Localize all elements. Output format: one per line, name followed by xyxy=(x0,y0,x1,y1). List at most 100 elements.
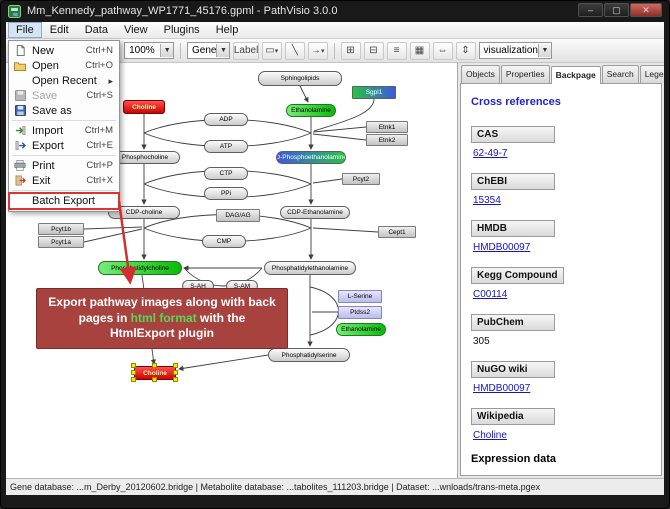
xref-section-pubchem: PubChem 305 xyxy=(471,312,651,347)
file-menu-print[interactable]: Print Ctrl+P xyxy=(9,158,119,173)
file-menu-exit[interactable]: Exit Ctrl+X xyxy=(9,173,119,188)
line-tool-button[interactable]: ╲ xyxy=(284,41,305,60)
file-menu-open-recent[interactable]: Open Recent xyxy=(9,73,119,88)
pathway-node[interactable]: Pcyt1a xyxy=(38,236,84,248)
pathway-node[interactable]: Cept1 xyxy=(378,226,416,238)
chevron-down-icon: ▾ xyxy=(320,47,325,55)
pathway-node[interactable]: CDP-Ethanolamine xyxy=(280,206,350,219)
menu-item-label: Save as xyxy=(32,104,72,117)
pathway-node[interactable]: Sgpl1 xyxy=(352,86,396,99)
file-menu-export[interactable]: Export Ctrl+E xyxy=(9,138,119,153)
menu-file[interactable]: File xyxy=(8,22,42,38)
selection-handle[interactable] xyxy=(152,363,157,368)
pathway-node[interactable]: Choline xyxy=(123,100,165,114)
xref-section-kegg: Kegg Compound C00114 xyxy=(471,265,651,300)
shape-tool-button[interactable]: ▭▾ xyxy=(261,41,282,60)
menu-edit[interactable]: Edit xyxy=(49,24,69,36)
file-menu-open[interactable]: Open Ctrl+O xyxy=(9,58,119,73)
pathway-node[interactable]: Sphingolipids xyxy=(258,71,342,86)
close-button[interactable]: ✕ xyxy=(630,3,662,17)
status-bar: Gene database: ...m_Derby_20120602.bridg… xyxy=(6,478,664,495)
selection-handle[interactable] xyxy=(131,370,136,375)
pathway-node[interactable]: Ethanolamine xyxy=(336,323,386,336)
window-title: Mm_Kennedy_pathway_WP1771_45176.gpml - P… xyxy=(27,5,338,17)
pathway-node[interactable]: ATP xyxy=(204,140,248,153)
menu-plugins[interactable]: Plugins xyxy=(163,24,200,36)
menu-data[interactable]: Data xyxy=(84,24,108,36)
maximize-button[interactable]: ▢ xyxy=(604,3,629,17)
visualization-combobox[interactable]: visualization ▼ xyxy=(478,42,552,59)
menu-item-label: Save xyxy=(32,89,58,102)
file-menu-save[interactable]: Save Ctrl+S xyxy=(9,88,119,103)
file-menu-new[interactable]: New Ctrl+N xyxy=(9,43,119,58)
pathway-node[interactable]: CMP xyxy=(202,235,246,248)
pathway-node[interactable]: PPi xyxy=(204,187,248,200)
minimize-button[interactable]: – xyxy=(578,3,603,17)
expression-data-heading: Expression data xyxy=(471,453,556,465)
selection-handle[interactable] xyxy=(173,370,178,375)
xref-link[interactable]: HMDB00097 xyxy=(473,242,531,253)
selection-handle[interactable] xyxy=(131,363,136,368)
pathway-node[interactable]: Pcyt1b xyxy=(38,223,84,235)
align-center-button[interactable]: ⊟ xyxy=(363,41,384,60)
align-left-icon: ⊞ xyxy=(346,45,355,56)
file-menu: New Ctrl+N Open Ctrl+O Open Recent Save … xyxy=(8,40,120,212)
menu-item-label: Open Recent xyxy=(32,74,97,87)
xref-link[interactable]: 62-49-7 xyxy=(473,148,508,159)
menu-item-label: Import xyxy=(32,124,64,137)
common-width-button[interactable]: ⇔ xyxy=(432,41,453,60)
chevron-down-icon: ▼ xyxy=(538,44,551,57)
tab-properties[interactable]: Properties xyxy=(500,65,550,83)
menu-item-label: Exit xyxy=(32,174,51,187)
datanode-type-combobox[interactable]: Gene ▼ xyxy=(186,42,231,59)
xref-link[interactable]: HMDB00097 xyxy=(473,383,531,394)
pathway-node[interactable]: ADP xyxy=(204,113,248,126)
selection-handle[interactable] xyxy=(173,363,178,368)
tab-search[interactable]: Search xyxy=(601,65,639,83)
side-panel-tabs: Objects Properties Backpage Search Legen… xyxy=(458,63,664,84)
pathway-node[interactable]: Phosphatidylserine xyxy=(268,348,350,362)
print-icon xyxy=(13,160,27,171)
exit-icon xyxy=(13,175,27,186)
pathway-node[interactable]: Pcyt2 xyxy=(342,173,380,185)
selection-handle[interactable] xyxy=(131,377,136,382)
selection-handle[interactable] xyxy=(173,377,178,382)
align-top-button[interactable]: ≡ xyxy=(386,41,407,60)
common-height-button[interactable]: ⇕ xyxy=(455,41,476,60)
label-tool-button[interactable]: Label xyxy=(233,41,259,60)
xref-link[interactable]: 15354 xyxy=(473,195,501,206)
tab-legend[interactable]: Legend xyxy=(639,65,664,83)
pathway-node[interactable]: Phosphatidylcholine xyxy=(98,261,182,275)
pathway-node[interactable]: Ethanolamine xyxy=(286,104,336,117)
new-document-icon xyxy=(13,45,27,56)
pathway-node[interactable]: Phosphatidylethanolamine xyxy=(264,261,356,275)
zoom-combobox[interactable]: 100% ▼ xyxy=(124,42,175,59)
cross-references-heading: Cross references xyxy=(471,96,561,108)
tab-backpage[interactable]: Backpage xyxy=(550,66,601,84)
common-width-icon: ⇔ xyxy=(437,45,448,56)
tab-objects[interactable]: Objects xyxy=(461,65,500,83)
pathway-node[interactable]: CTP xyxy=(204,167,248,180)
distribute-horizontal-button[interactable]: ▦ xyxy=(409,41,430,60)
pathway-node[interactable]: Etnk2 xyxy=(366,134,408,146)
xref-section-nugo: NuGO wiki HMDB00097 xyxy=(471,359,651,394)
title-bar[interactable]: Mm_Kennedy_pathway_WP1771_45176.gpml - P… xyxy=(0,0,670,22)
menu-help[interactable]: Help xyxy=(215,24,239,36)
xref-link[interactable]: Choline xyxy=(473,430,507,441)
file-menu-import[interactable]: Import Ctrl+M xyxy=(9,123,119,138)
menu-item-label: Export xyxy=(32,139,64,152)
selection-handle[interactable] xyxy=(152,377,157,382)
file-menu-batch-export[interactable]: Batch Export xyxy=(8,192,120,210)
pathway-node[interactable]: Etnk1 xyxy=(366,121,408,133)
pathway-node[interactable]: Ptdss2 xyxy=(338,306,382,319)
pathway-node[interactable]: DAG/AG xyxy=(216,209,260,222)
arrow-tool-button[interactable]: →▾ xyxy=(307,41,328,60)
file-menu-save-as[interactable]: Save as xyxy=(9,103,119,118)
pathway-node[interactable]: Phosphocholine xyxy=(110,151,180,164)
pathway-node[interactable]: L-Serine xyxy=(338,290,382,303)
align-left-button[interactable]: ⊞ xyxy=(340,41,361,60)
menu-view[interactable]: View xyxy=(123,24,148,36)
align-center-icon: ⊟ xyxy=(369,45,378,56)
xref-link[interactable]: C00114 xyxy=(473,289,508,300)
pathway-node[interactable]: O-Phosphoethanolamine xyxy=(276,151,346,164)
